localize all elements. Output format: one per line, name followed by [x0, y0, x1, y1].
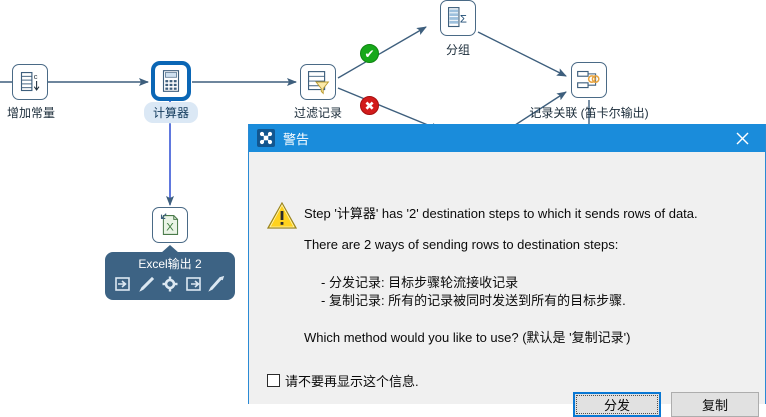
copy-button-label: 复制: [701, 398, 728, 413]
preview-step-icon[interactable]: [206, 274, 226, 299]
svg-text:Σ: Σ: [460, 14, 467, 26]
dialog-message-line-5: Which method would you like to use? (默认是…: [304, 330, 631, 345]
dont-show-again-checkbox[interactable]: 请不要再显示这个信息.: [267, 371, 419, 390]
canvas-step-add-constants[interactable]: c: [12, 64, 48, 100]
step-settings-icon[interactable]: [160, 274, 180, 299]
dialog-title: 警告: [283, 131, 310, 147]
copy-button[interactable]: 复制: [671, 392, 759, 417]
dont-show-again-label: 请不要再显示这个信息.: [285, 374, 419, 389]
canvas-step-join-rows[interactable]: [571, 62, 607, 98]
canvas-step-group-by[interactable]: Σ: [440, 0, 476, 36]
close-icon[interactable]: [719, 124, 765, 152]
step-hover-toolbar-title: Excel输出 2: [138, 257, 202, 271]
canvas-step-filter-rows[interactable]: [300, 64, 336, 100]
input-fields-icon[interactable]: [114, 274, 134, 299]
constants-icon: c: [20, 71, 40, 92]
check-icon: ✔: [364, 46, 375, 61]
edit-step-icon[interactable]: [137, 274, 157, 299]
svg-text:X: X: [166, 222, 174, 234]
dialog-title-bar[interactable]: 警告: [249, 124, 765, 152]
canvas-step-label-filter-rows: 过滤记录: [293, 106, 343, 120]
groupby-icon: Σ: [447, 7, 467, 28]
svg-text:c: c: [34, 72, 38, 81]
checkbox-box[interactable]: [267, 374, 280, 387]
focus-ring: [576, 395, 658, 414]
canvas-step-calculator[interactable]: [152, 62, 190, 100]
dialog-body: Step '计算器' has '2' destination steps to …: [249, 152, 765, 417]
canvas-step-label-group-by: 分组: [445, 43, 471, 57]
warning-triangle-icon: [266, 201, 298, 234]
pentaho-logo-icon: [257, 129, 275, 147]
dialog-message-line-2: There are 2 ways of sending rows to dest…: [304, 237, 619, 252]
hop-badge-true[interactable]: ✔: [360, 44, 379, 63]
canvas-step-label-join-rows: 记录关联 (笛卡尔输出): [529, 106, 649, 120]
dialog-message-line-3: - 分发记录: 目标步骤轮流接收记录: [321, 275, 519, 290]
hop-badge-false[interactable]: ✖: [360, 96, 379, 115]
join-icon: [577, 70, 600, 89]
dialog-message-line-1: Step '计算器' has '2' destination steps to …: [304, 206, 698, 221]
output-fields-icon[interactable]: [183, 274, 203, 299]
cross-icon: ✖: [364, 98, 375, 113]
dialog-message-line-4: - 复制记录: 所有的记录被同时发送到所有的目标步骤.: [321, 293, 626, 308]
filter-icon: [307, 71, 330, 95]
excel-icon: X: [160, 213, 179, 235]
step-hover-toolbar[interactable]: Excel输出 2: [105, 245, 235, 300]
distribute-button[interactable]: 分发: [573, 392, 661, 417]
warning-dialog[interactable]: 警告 Step '计算器' has '2' destination steps …: [248, 124, 766, 417]
tooltip-pointer: [161, 245, 179, 253]
canvas-step-label-add-constants: 增加常量: [6, 106, 56, 120]
canvas-step-label-calculator: 计算器: [143, 102, 199, 123]
canvas-step-excel-output[interactable]: X: [152, 207, 188, 243]
calculator-icon: [162, 70, 180, 92]
